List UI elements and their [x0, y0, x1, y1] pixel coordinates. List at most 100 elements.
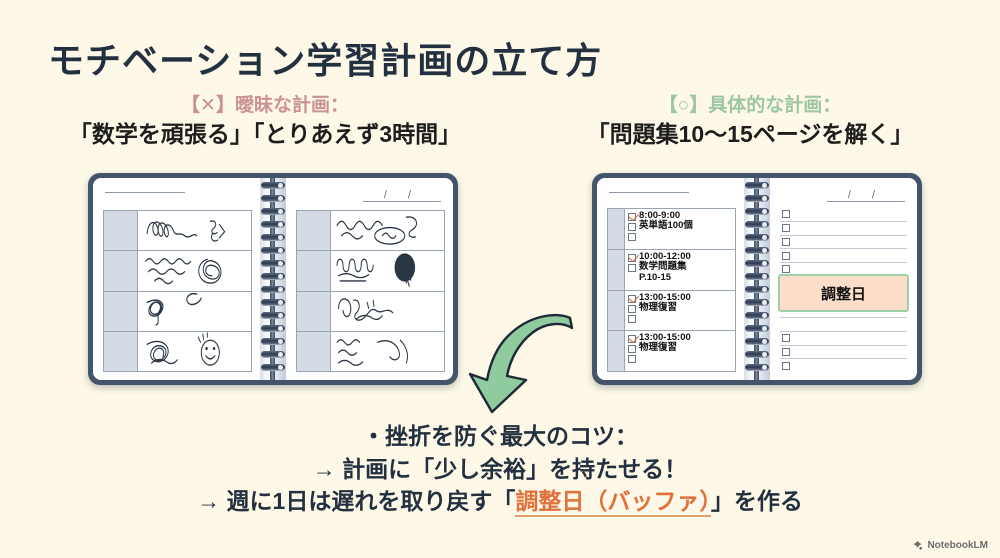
task-detail: 物理復習	[639, 301, 678, 313]
scribble-row	[104, 251, 251, 292]
watermark-label: NotebookLM	[927, 540, 988, 551]
checkbox-checked[interactable]	[628, 335, 636, 344]
checkbox-empty[interactable]	[628, 314, 636, 323]
summary-line-2: → 計画に「少し余裕」を持たせる！	[312, 455, 688, 482]
notebook-spiral-binding	[260, 178, 286, 380]
scribble-table-right	[296, 210, 445, 372]
checkbox-empty[interactable]	[782, 361, 790, 370]
task-detail-line[interactable]: 物理復習	[628, 343, 733, 354]
scribble-side-cell	[297, 251, 331, 291]
vague-notebook-left-page	[93, 178, 260, 380]
checkbox-empty[interactable]	[628, 304, 636, 313]
task-time-line[interactable]: 13:00-15:00	[628, 291, 733, 303]
row-body: 13:00-15:00 物理復習	[625, 291, 735, 331]
task-extra-line[interactable]	[628, 353, 733, 364]
task-time-line[interactable]: 13:00-15:00	[628, 332, 733, 344]
notebooklm-logo-icon	[913, 540, 923, 550]
task-detail: 数学問題集	[639, 260, 687, 272]
specific-plan-notebook: 8:00-9:00 英単語100個	[592, 173, 922, 385]
scribble-side-cell	[297, 211, 331, 251]
checkbox-empty[interactable]	[782, 224, 790, 233]
checkbox-empty[interactable]	[628, 263, 636, 272]
list-item[interactable]	[780, 222, 907, 236]
task-detail-line[interactable]: 英単語100個	[628, 221, 733, 231]
checkbox-empty[interactable]	[628, 355, 636, 364]
table-row: 10:00-12:00 数学問題集 P.10-15	[608, 249, 735, 291]
scribble-body-cell	[138, 211, 251, 250]
scribble-doodle-icon	[336, 338, 408, 366]
scribble-side-cell	[104, 211, 138, 251]
checkbox-empty[interactable]	[782, 334, 790, 343]
task-detail-line[interactable]: 数学問題集	[628, 260, 733, 272]
checkbox-empty[interactable]	[782, 251, 790, 260]
checkbox-empty[interactable]	[628, 233, 636, 241]
list-item[interactable]	[780, 249, 907, 263]
list-item[interactable]	[780, 236, 907, 250]
scribble-body-cell	[331, 292, 444, 331]
task-time: 13:00-15:00	[639, 291, 691, 303]
table-row: 8:00-9:00 英単語100個	[608, 209, 735, 250]
checkbox-checked[interactable]	[628, 294, 636, 303]
task-time: 10:00-12:00	[639, 250, 691, 262]
scribble-doodle-icon	[146, 292, 202, 326]
buffer-keyword-highlight: 調整日（バッファ）	[515, 488, 711, 518]
scribble-side-cell	[297, 331, 331, 371]
list-item[interactable]	[780, 359, 907, 372]
task-time: 8:00-9:00	[639, 210, 681, 221]
row-side-cell	[608, 209, 625, 249]
scribble-row	[297, 331, 444, 371]
table-row: 13:00-15:00 物理復習	[608, 290, 735, 332]
checkbox-checked[interactable]	[628, 253, 636, 262]
scribble-row	[297, 211, 444, 252]
scribble-body-cell	[138, 292, 251, 331]
row-side-cell	[608, 249, 625, 290]
checkbox-empty[interactable]	[628, 345, 636, 354]
row-body: 10:00-12:00 数学問題集 P.10-15	[625, 250, 735, 290]
task-detail-line[interactable]: 物理復習	[628, 301, 733, 313]
checkbox-empty[interactable]	[782, 210, 790, 219]
summary-line-3-pre: → 週に1日は遅れを取り戻す「	[197, 488, 516, 515]
page-title: モチベーション学習計画の立て方	[48, 40, 603, 81]
left-column-header: 【✕】曖昧な計画： 「数学を頑張る」「とりあえず3時間」	[40, 93, 490, 150]
date-line: / /	[827, 190, 905, 202]
scribble-side-cell	[104, 291, 138, 331]
list-item[interactable]	[780, 346, 907, 360]
left-column-tag: 【✕】曖昧な計画：	[181, 95, 349, 116]
buffer-day-highlight: 調整日	[778, 274, 909, 312]
scribble-side-cell	[104, 331, 138, 371]
task-time: 13:00-15:00	[639, 332, 691, 344]
task-detail-second-line: P.10-15	[639, 271, 672, 283]
scribble-doodle-icon	[336, 216, 418, 245]
checkbox-empty[interactable]	[782, 347, 790, 356]
list-item[interactable]	[780, 208, 907, 222]
list-item[interactable]	[780, 304, 907, 318]
summary-line-3: → 週に1日は遅れを取り戻す「調整日（バッファ）」を作る	[0, 485, 1000, 518]
scribble-body-cell	[331, 211, 444, 250]
task-extra-line[interactable]	[628, 231, 733, 241]
checkbox-empty[interactable]	[782, 265, 790, 274]
scribble-row	[297, 251, 444, 292]
scribble-side-cell	[104, 251, 138, 291]
scribble-side-cell	[297, 291, 331, 331]
task-detail: 英単語100個	[639, 220, 693, 231]
list-item[interactable]	[780, 332, 907, 346]
scribble-doodle-icon	[146, 220, 226, 242]
summary-text-block: ・挫折を防ぐ最大のコツ： → 計画に「少し余裕」を持たせる！ → 週に1日は遅れ…	[0, 420, 1000, 518]
scribble-body-cell	[331, 332, 444, 371]
checkbox-empty[interactable]	[628, 223, 636, 231]
scribble-body-cell	[331, 251, 444, 290]
checkbox-checked[interactable]	[628, 213, 636, 221]
list-item[interactable]	[780, 318, 907, 332]
task-time-line[interactable]: 8:00-9:00	[628, 211, 733, 221]
task-time-line[interactable]: 10:00-12:00	[628, 250, 733, 262]
scribble-row	[104, 291, 251, 332]
summary-line-1: ・挫折を防ぐ最大のコツ：	[362, 423, 638, 449]
scribble-body-cell	[138, 332, 251, 371]
notebooklm-watermark: NotebookLM	[912, 540, 988, 551]
row-body: 8:00-9:00 英単語100個	[625, 209, 735, 249]
scribble-body-cell	[138, 251, 251, 290]
task-extra-line[interactable]	[628, 313, 733, 323]
row-body: 13:00-15:00 物理復習	[625, 331, 735, 371]
checkbox-empty[interactable]	[782, 237, 790, 246]
